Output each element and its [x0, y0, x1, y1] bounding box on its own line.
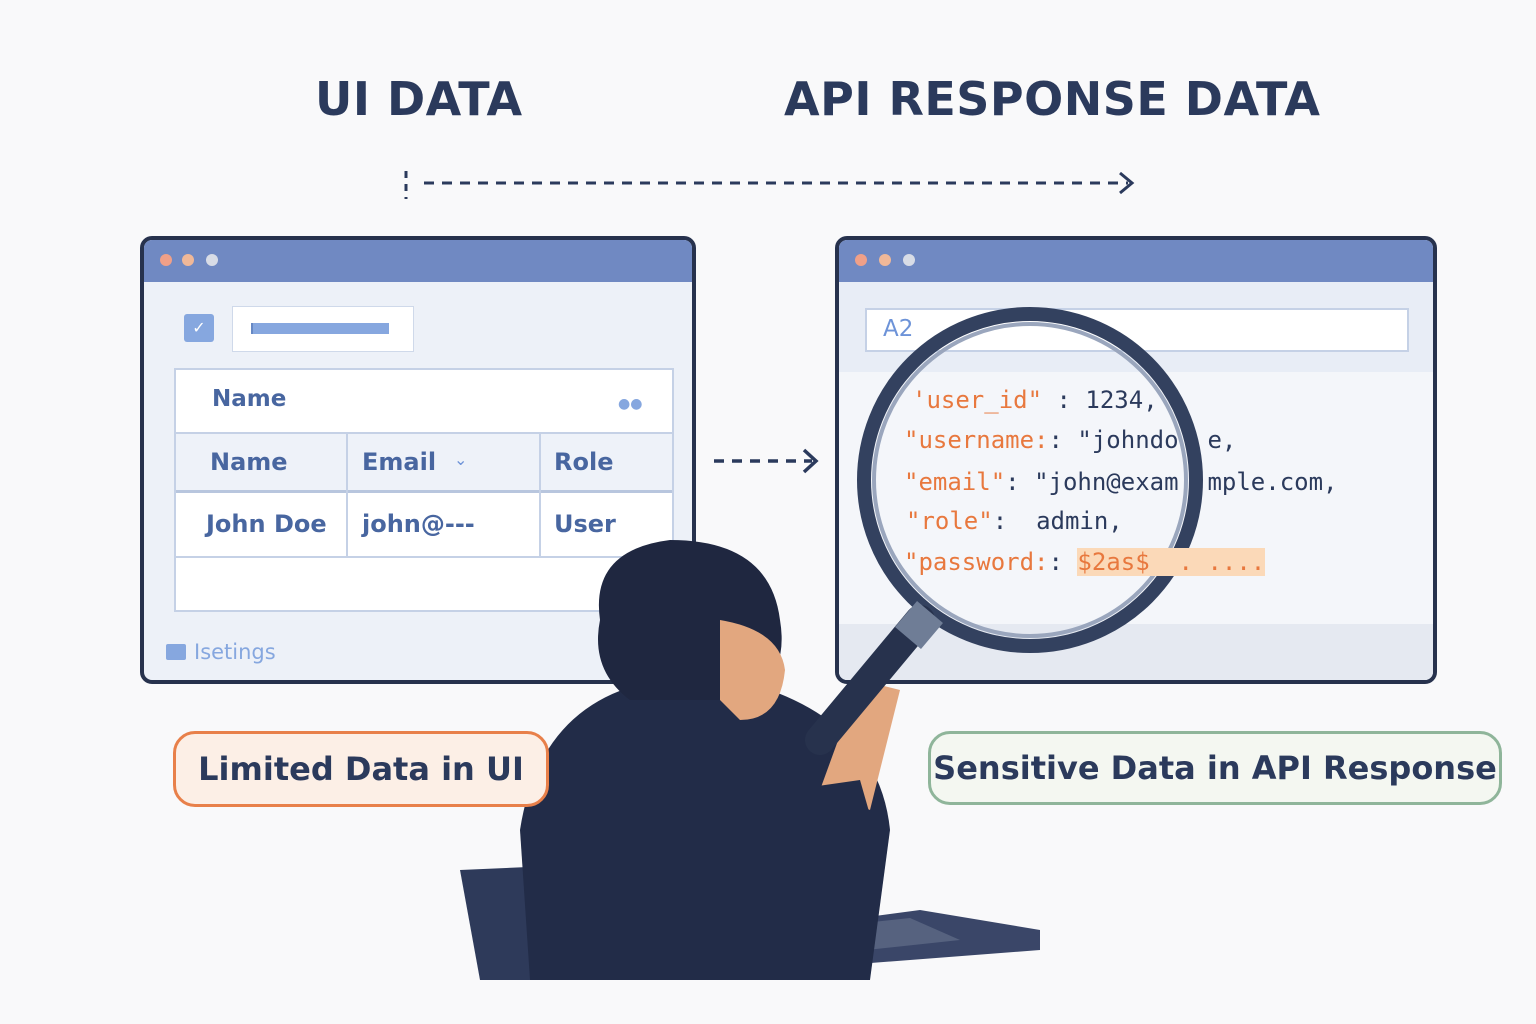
- settings-link[interactable]: Isetings: [194, 640, 276, 664]
- search-input[interactable]: [232, 306, 414, 352]
- json-line: "password:: $2as$ . ....: [904, 548, 1266, 576]
- maximize-dot[interactable]: [206, 254, 218, 266]
- api-window: A2: [835, 236, 1437, 684]
- minimize-dot[interactable]: [182, 254, 194, 266]
- address-input[interactable]: A2: [865, 308, 1409, 352]
- limited-data-label: Limited Data in UI: [173, 731, 549, 807]
- ui-window: ✓ Name ●● Name Email ⌄ Role John Doe joh…: [140, 236, 696, 684]
- window-titlebar: [144, 240, 692, 282]
- minimize-dot[interactable]: [879, 254, 891, 266]
- json-value: $2as$ . ....: [1077, 548, 1266, 576]
- table-title: Name: [212, 386, 287, 412]
- maximize-dot[interactable]: [903, 254, 915, 266]
- close-dot[interactable]: [160, 254, 172, 266]
- json-sep: :: [1005, 468, 1035, 496]
- json-sep: :: [1048, 548, 1078, 576]
- flow-arrow-top: [404, 171, 1135, 199]
- json-sep: :: [1048, 426, 1078, 454]
- json-line: 'user_id" : 1234,: [912, 386, 1158, 414]
- folder-icon: [166, 644, 186, 660]
- column-header-email[interactable]: Email: [362, 448, 437, 476]
- json-line: "email": "john@exam mple.com,: [904, 468, 1338, 496]
- json-value: admin,: [1036, 507, 1123, 535]
- cell-email: john@---: [362, 510, 475, 538]
- column-header-role[interactable]: Role: [554, 448, 614, 476]
- close-dot[interactable]: [855, 254, 867, 266]
- more-options-icon[interactable]: ●●: [618, 396, 643, 412]
- json-value: "john@exam mple.com,: [1034, 468, 1338, 496]
- address-value: A2: [883, 316, 914, 342]
- json-value: "johndo e,: [1077, 426, 1237, 454]
- json-sep: :: [1042, 386, 1086, 414]
- ui-data-title: UI DATA: [315, 72, 523, 126]
- chevron-down-icon[interactable]: ⌄: [454, 450, 468, 469]
- cell-role: User: [554, 510, 616, 538]
- json-line: "role": admin,: [906, 507, 1123, 535]
- json-key: "password:: [904, 548, 1049, 576]
- json-value: 1234,: [1085, 386, 1158, 414]
- mail-icon[interactable]: ✓: [184, 314, 214, 342]
- sensitive-data-label: Sensitive Data in API Response: [928, 731, 1502, 805]
- json-sep: :: [992, 507, 1037, 535]
- column-header-name[interactable]: Name: [210, 448, 288, 476]
- api-response-title: API RESPONSE DATA: [784, 72, 1321, 126]
- flow-arrow-middle: [714, 448, 819, 474]
- cell-name: John Doe: [206, 510, 327, 538]
- table-header-row: [176, 432, 672, 493]
- json-key: 'user_id": [912, 386, 1043, 414]
- window-titlebar: [839, 240, 1433, 282]
- json-key: "email": [904, 468, 1006, 496]
- user-table: Name ●● Name Email ⌄ Role John Doe john@…: [174, 368, 674, 612]
- json-key: "username:: [904, 426, 1049, 454]
- json-line: "username:: "johndo e,: [904, 426, 1236, 454]
- json-key: "role": [906, 507, 993, 535]
